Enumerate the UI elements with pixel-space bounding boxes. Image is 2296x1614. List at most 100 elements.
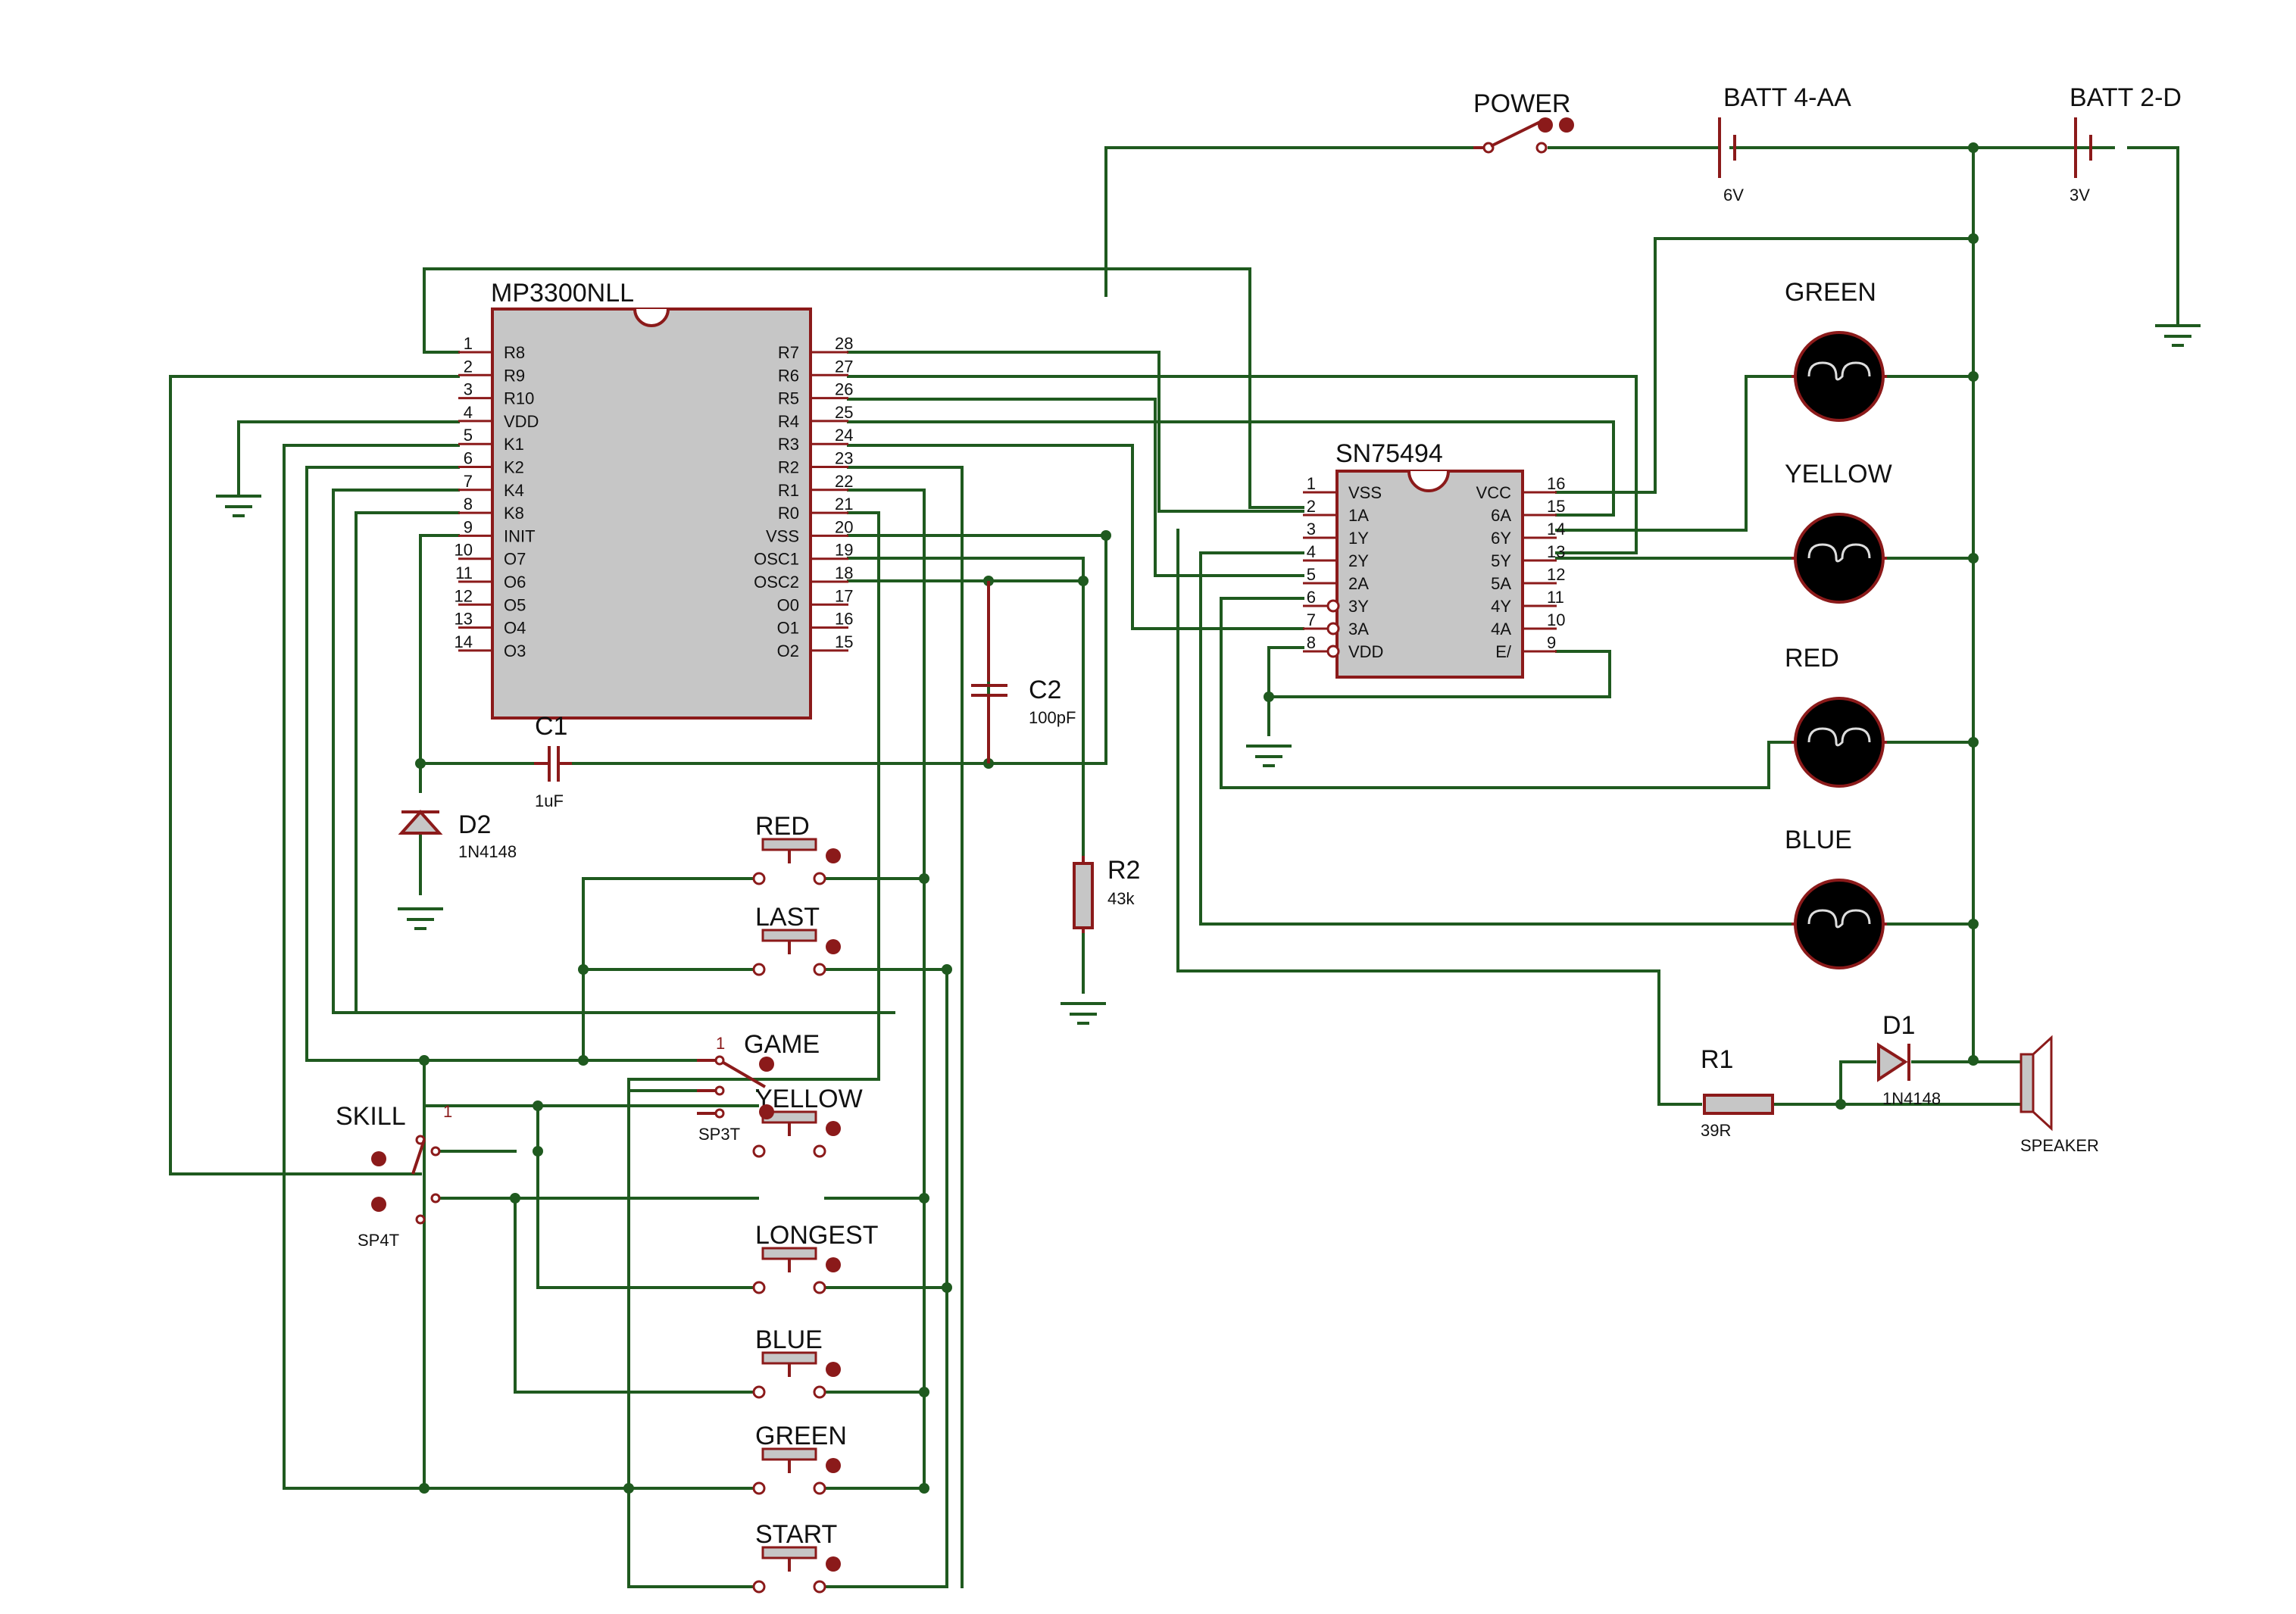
d1-value: 1N4148 (1882, 1089, 1941, 1108)
ic2-pin-number: 12 (1547, 565, 1565, 584)
ic1-pin-number: 14 (455, 632, 473, 651)
ic2-pin-number: 7 (1307, 610, 1316, 629)
game-type: SP3T (698, 1125, 740, 1144)
ic2-pin-label: VCC (1476, 483, 1512, 502)
ic1-pin-label: O6 (504, 573, 526, 592)
ic1-pin-number: 3 (464, 380, 473, 399)
batt2-name: BATT 2-D (2070, 83, 2182, 112)
ic2-pin-label: VSS (1348, 483, 1382, 502)
ground-symbols (216, 324, 2201, 1025)
ic1-pin-label: R9 (504, 366, 525, 385)
ic2-pin-number: 10 (1547, 610, 1565, 629)
button-label: GREEN (755, 1422, 847, 1450)
ic1-pin-label: O2 (777, 642, 799, 660)
lamp-label: BLUE (1785, 826, 1852, 854)
ic1-pin-number: 5 (464, 426, 473, 445)
ic2-pin-label: 6Y (1491, 529, 1511, 548)
resistor-r1: R1 39R (1701, 1045, 1774, 1140)
ic1-pin-label: R5 (778, 389, 799, 408)
ic1-pin-number: 17 (835, 586, 853, 605)
button-label: LONGEST (755, 1221, 878, 1250)
ic2-pin-number: 5 (1307, 565, 1316, 584)
lamp-label: RED (1785, 644, 1839, 673)
ic1-pin-label: VDD (504, 412, 539, 431)
button-blue: BLUE (752, 1325, 841, 1399)
c1-name: C1 (535, 712, 567, 741)
ic1-pin-number: 24 (835, 426, 853, 445)
ic1-pin-label: R4 (778, 412, 799, 431)
ic1-pin-label: K1 (504, 435, 524, 454)
game-switch: 1 GAME SP3T (697, 1030, 820, 1144)
ic1-pin-label: R7 (778, 343, 799, 362)
ic2-name: SN75494 (1335, 439, 1443, 468)
skill-switch: 1 SKILL SP4T (336, 1102, 452, 1250)
ic1-pin-label: O4 (504, 619, 526, 638)
ic2-pin-label: 4A (1491, 620, 1511, 638)
ic1-pin-number: 8 (464, 495, 473, 514)
battery-2d: BATT 2-D 3V (2070, 83, 2182, 204)
ic1-pin-label: O5 (504, 595, 526, 614)
c2-name: C2 (1029, 676, 1061, 704)
ic2-pin-label: E/ (1495, 642, 1512, 661)
d1-name: D1 (1882, 1011, 1915, 1040)
ic2-pin-label: 6A (1491, 506, 1511, 525)
lamp-label: GREEN (1785, 278, 1876, 307)
ic2-pin-label: 4Y (1491, 597, 1511, 616)
skill-label: SKILL (336, 1102, 406, 1131)
ic1-pin-number: 27 (835, 357, 853, 376)
ic1-pin-label: R0 (778, 504, 799, 523)
ic1-pin-number: 16 (835, 610, 853, 629)
ic1-pin-number: 22 (835, 472, 853, 491)
lamp-yellow: YELLOW (1785, 460, 1892, 604)
ic1-pin-number: 13 (455, 610, 473, 629)
batt1-name: BATT 4-AA (1723, 83, 1851, 112)
battery-4aa: BATT 4-AA 6V (1718, 83, 1851, 204)
ic1-pin-label: O0 (777, 595, 799, 614)
ic1-pin-label: O1 (777, 619, 799, 638)
skill-type: SP4T (358, 1231, 399, 1250)
ic2-pin-label: 1A (1348, 506, 1369, 525)
ic1-pin-number: 10 (455, 541, 473, 560)
lamps: GREEN YELLOW RED BLUE (1785, 278, 1892, 969)
capacitor-c2: C2 100pF (971, 581, 1076, 763)
ic1-pin-label: OSC2 (754, 573, 799, 592)
ic2-pin-number: 6 (1307, 588, 1316, 607)
skill-pos: 1 (443, 1102, 452, 1121)
ic1-pin-number: 20 (835, 517, 853, 536)
ic1-pin-number: 2 (464, 357, 473, 376)
ic1-pin-number: 15 (835, 632, 853, 651)
button-last: LAST (752, 903, 841, 976)
ic1-pin-number: 25 (835, 403, 853, 422)
r2-value: 43k (1107, 889, 1135, 908)
ic1-pin-number: 28 (835, 334, 853, 353)
ic1-pin-number: 26 (835, 380, 853, 399)
batt2-value: 3V (2070, 186, 2090, 204)
ic1-pin-label: R6 (778, 366, 799, 385)
ic2-pin-number: 3 (1307, 520, 1316, 539)
ic1-pin-label: R8 (504, 343, 525, 362)
ic1-pin-label: O3 (504, 642, 526, 660)
ic1-pin-number: 11 (455, 563, 473, 582)
power-switch: POWER (1473, 89, 1574, 154)
ic2-pin-number: 13 (1547, 542, 1565, 561)
ic1-pin-number: 19 (835, 541, 853, 560)
game-pos: 1 (716, 1034, 725, 1053)
lamp-label: YELLOW (1785, 460, 1892, 489)
ic2-pin-number: 4 (1307, 542, 1316, 561)
button-label: LAST (755, 903, 820, 932)
c1-value: 1uF (535, 791, 564, 810)
button-label: RED (755, 812, 810, 841)
ic1-pin-number: 7 (464, 472, 473, 491)
ic2-pin-number: 16 (1547, 474, 1565, 493)
r1-name: R1 (1701, 1045, 1733, 1074)
ic1-pin-label: R10 (504, 389, 534, 408)
button-longest: LONGEST (752, 1221, 878, 1294)
ic1-pin-number: 12 (455, 586, 473, 605)
r1-value: 39R (1701, 1121, 1731, 1140)
speaker: SPEAKER (2020, 1035, 2099, 1155)
lamp-red: RED (1785, 644, 1887, 788)
ic1-pin-number: 9 (464, 517, 473, 536)
